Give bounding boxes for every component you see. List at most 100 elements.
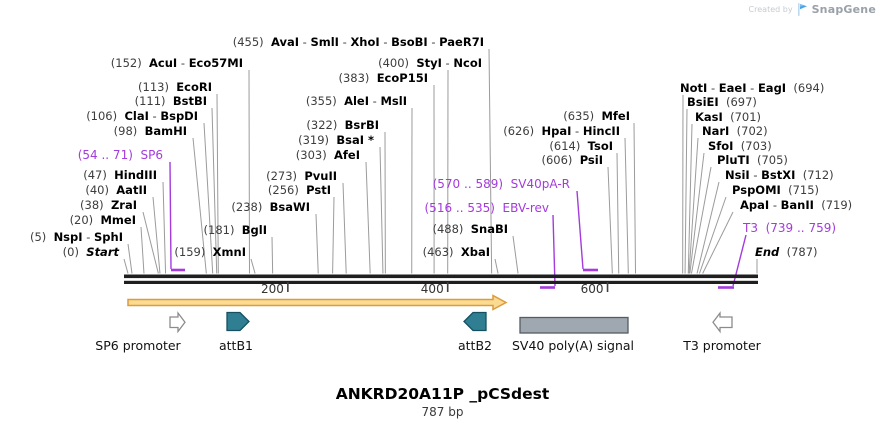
enzyme-site-label-ecop15i: (383) EcoP15I [338,71,428,85]
enzyme-site-label-bsiei: BsiEI (697) [687,95,757,109]
enzyme-site-label-tsoi: (614) TsoI [549,139,613,153]
enzyme-connector-mfei [633,122,637,274]
enzyme-connector-zrai [142,211,159,274]
enzyme-connector-snabi [512,235,519,274]
enzyme-connector-bsiei [684,108,688,274]
enzyme-site-label-hpai: (626) HpaI - HincII [503,124,620,138]
enzyme-connector-aatii [152,196,161,274]
plasmid-title: ANKRD20A11P _pCSdest [335,385,550,403]
feature-shape-attb2 [463,311,487,332]
enzyme-site-label-hindiii: (47) HindIII [83,168,157,182]
enzyme-site-label-avai: (455) AvaI - SmlI - XhoI - BsoBI - PaeR7… [232,35,484,49]
enzyme-connector-afei [365,161,371,274]
enzyme-site-label-apai: ApaI - BanII (719) [740,198,853,212]
enzyme-site-label-sfoi: SfoI (703) [708,139,772,153]
enzyme-connector-pvuii [342,182,347,274]
enzyme-site-label-nari: NarI (702) [702,124,768,138]
feature-label-t3promoter: T3 promoter [683,338,761,353]
feature-label-sv40polyasignal: SV40 poly(A) signal [511,338,635,353]
enzyme-site-label-bsrbi: (322) BsrBI [306,118,379,132]
ruler-tick-label-600: 600 [580,282,604,296]
enzyme-connector-ecori [216,93,219,274]
enzyme-connector-psti [332,196,335,274]
sequence-backbone-bottom [124,280,758,284]
enzyme-site-label-start: (0) Start [62,245,119,259]
enzyme-site-label-snabi: (488) SnaBI [432,222,508,236]
primer-connector-t3 [732,234,747,287]
feature-label-sp6promoter: SP6 promoter [95,338,181,353]
primer-connector-ebvrev [552,214,556,287]
enzyme-connector-avai [488,48,493,274]
enzyme-connector-nspi [127,243,133,274]
sequence-backbone-top [124,274,758,279]
enzyme-site-label-alei: (355) AleI - MslI [305,94,407,108]
enzyme-connector-start [123,258,129,274]
enzyme-site-label-pspomi: PspOMI (715) [732,183,820,197]
enzyme-site-label-psii: (606) PsiI [541,153,603,167]
enzyme-connector-nari [688,137,699,274]
feature-shape-sv40polyasignal [519,316,629,334]
feature-shape-sp6promoter [169,311,186,334]
primer-connector-sv40par [576,190,584,270]
primer-connector-sp6 [169,161,172,270]
enzyme-site-label-end: End (787) [755,245,818,259]
enzyme-connector-bamhi [192,137,207,274]
enzyme-connector-bsawi [315,213,319,274]
orf-arrow [127,294,508,311]
enzyme-site-label-zrai: (38) ZraI [80,198,137,212]
enzyme-connector-kasi [687,123,693,274]
credit-brand: SnapGene [811,3,876,16]
ruler-tick-label-400: 400 [420,282,444,296]
credit: Created by SnapGene [749,3,876,16]
enzyme-site-label-noti: NotI - EaeI - EagI (694) [680,81,825,95]
enzyme-connector-bstbi [211,107,218,274]
enzyme-connector-pluti [690,166,712,274]
primer-label-t3: T3 (739 .. 759) [743,221,837,235]
enzyme-connector-sfoi [689,152,705,274]
enzyme-site-label-afei: (303) AfeI [295,148,360,162]
enzyme-connector-clai [203,122,214,274]
feature-label-attb2: attB2 [458,338,492,353]
enzyme-connector-mmei [140,226,145,274]
feature-shape-attb1 [226,311,250,332]
enzyme-connector-hindiii [162,181,167,274]
enzyme-site-label-psti: (256) PstI [267,183,331,197]
enzyme-site-label-pvuii: (273) PvuII [266,169,337,183]
plasmid-length: 787 bp [421,405,464,419]
enzyme-site-label-kasi: KasI (701) [695,110,762,124]
enzyme-site-label-pluti: PluTI (705) [717,153,788,167]
enzyme-connector-nsii [696,181,720,274]
enzyme-connector-hpai [624,137,629,274]
enzyme-site-label-clai: (106) ClaI - BspDI [86,109,198,123]
enzyme-site-label-xmni: (159) XmnI [174,245,246,259]
enzyme-site-label-mfei: (635) MfeI [563,109,630,123]
title-block: ANKRD20A11P _pCSdest 787 bp [0,385,885,419]
feature-shape-t3promoter [712,311,733,334]
enzyme-site-label-aatii: (40) AatII [85,183,147,197]
enzyme-site-label-bamhi: (98) BamHI [113,124,187,138]
enzyme-site-label-bgli: (181) BglI [203,223,267,237]
enzyme-site-label-xbai: (463) XbaI [422,245,490,259]
enzyme-connector-psii [607,166,613,274]
enzyme-connector-bsai [379,146,384,274]
ruler-tick-label-200: 200 [260,282,284,296]
enzyme-connector-xbai [494,258,499,274]
enzyme-site-label-mmei: (20) MmeI [69,213,136,227]
enzyme-connector-xmni [250,258,256,274]
primer-label-sp6: (54 .. 71) SP6 [77,148,163,162]
enzyme-site-label-styi: (400) StyI - NcoI [378,56,482,70]
enzyme-connector-apai [702,211,734,274]
credit-prefix: Created by [748,5,793,14]
enzyme-site-label-nsii: NsiI - BstXI (712) [725,168,834,182]
enzyme-site-label-acui: (152) AcuI - Eco57MI [110,56,243,70]
primer-label-sv40par: (570 .. 589) SV40pA-R [432,177,570,191]
enzyme-connector-pspomi [698,196,727,274]
enzyme-site-label-ecori: (113) EcoRI [138,80,212,94]
feature-label-attb1: attB1 [219,338,253,353]
enzyme-site-label-bsawi: (238) BsaWI [231,200,310,214]
enzyme-site-label-bstbi: (111) BstBI [134,94,207,108]
enzyme-site-label-bsai: (319) BsaI * [298,133,374,147]
enzyme-connector-bgli [271,236,274,274]
